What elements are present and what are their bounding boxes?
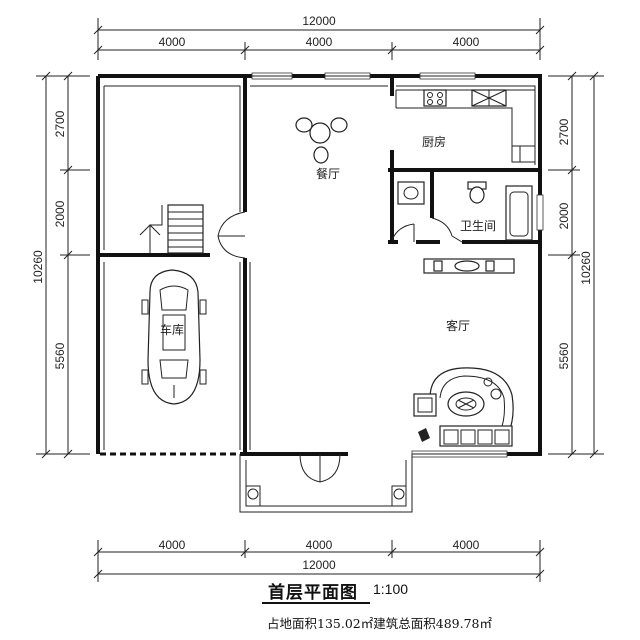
top-total-dimension: 12000 [302,14,336,28]
right-total-dimension: 10260 [579,251,593,285]
right-dimension-2: 2000 [557,202,571,229]
drawing-title: 首层平面图 [268,583,358,603]
right-dimension-1: 2700 [557,118,571,145]
room-label-dining: 餐厅 [316,166,340,181]
drawing-scale: 1:100 [373,581,409,597]
top-dimensions: 12000 4000 4000 4000 [93,14,545,60]
bathtub-icon [505,185,533,241]
bottom-dimension-1: 4000 [159,538,186,552]
top-dimension-1: 4000 [159,35,186,49]
kitchen-counter [395,89,536,163]
windows [251,72,544,458]
right-dimension-3: 5560 [557,342,571,369]
stove-icon [423,89,447,107]
tv-cabinet-icon [423,258,515,274]
left-total-dimension: 10260 [31,250,45,284]
room-label-living: 客厅 [446,318,470,333]
room-label-garage: 车库 [160,322,184,337]
bottom-dimension-3: 4000 [453,538,480,552]
car-icon [141,269,207,405]
washbasin-icon [397,181,425,205]
right-dimensions: 2700 2000 5560 10260 [548,71,604,459]
entry-porch [239,454,413,513]
doors [217,211,463,483]
room-label-kitchen: 厨房 [422,134,446,149]
sofa-set-icon [413,367,514,447]
dining-table-icon [295,117,348,164]
left-dimension-2: 2000 [53,200,67,227]
bottom-dimensions: 4000 4000 4000 12000 [93,538,545,582]
bottom-total-dimension: 12000 [302,558,336,572]
area-summary: 占地面积135.02㎡建筑总面积489.78㎡ [267,616,492,631]
title-underline [262,602,370,604]
top-dimension-3: 4000 [453,35,480,49]
staircase [139,204,204,254]
top-dimension-2: 4000 [306,35,333,49]
toilet-icon [467,181,487,204]
left-dimension-1: 2700 [53,110,67,137]
bottom-dimension-2: 4000 [306,538,333,552]
sink-icon [471,89,507,107]
left-dimension-3: 5560 [53,342,67,369]
left-dimensions: 10260 2700 2000 5560 [31,71,90,459]
walls [96,74,542,456]
room-label-bathroom: 卫生间 [460,219,496,233]
